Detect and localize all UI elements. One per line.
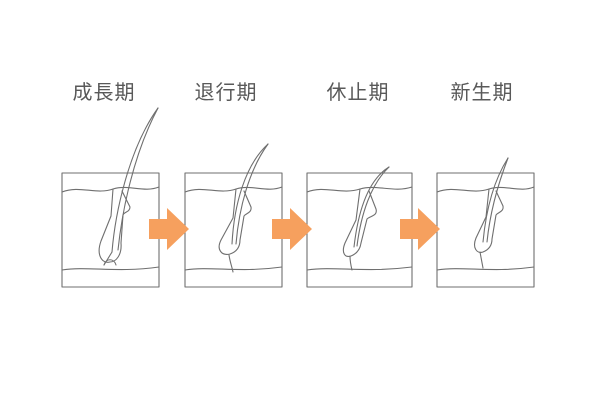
panel-new-growth (436, 157, 535, 288)
hair-follicle-icon (474, 157, 509, 269)
panel-resting (306, 166, 413, 288)
skin-box (436, 172, 535, 288)
stage-title-growth: 成長期 (72, 80, 136, 104)
panel-regression (184, 143, 283, 288)
skin-bottom-line (184, 266, 283, 271)
hair-follicle-icon (218, 143, 269, 273)
panel-growth (61, 107, 160, 288)
arrow-right-icon (272, 208, 312, 250)
skin-bottom-line (61, 266, 160, 271)
hair-follicle-icon (342, 166, 390, 271)
stage-title-new-growth: 新生期 (450, 80, 514, 104)
skin-box (61, 172, 160, 288)
skin-bottom-line (306, 266, 413, 271)
skin-bottom-line (436, 266, 535, 271)
stage-title-resting: 休止期 (326, 80, 390, 104)
hair-follicle-icon (98, 107, 159, 266)
arrow-right-icon (400, 208, 440, 250)
stage-title-regression: 退行期 (194, 80, 258, 104)
arrow-right-icon (149, 208, 189, 250)
